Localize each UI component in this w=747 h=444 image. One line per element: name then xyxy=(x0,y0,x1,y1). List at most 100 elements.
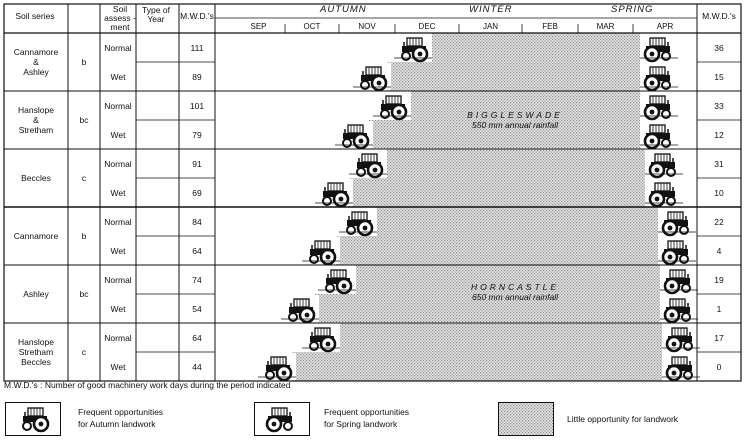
autumn-tractor-icon xyxy=(394,34,432,63)
spring-mwd-cell: 12 xyxy=(714,129,724,140)
type-of-year-cell: Wet xyxy=(110,71,126,82)
legend-spring-label: Frequent opportunities for Spring landwo… xyxy=(324,407,410,429)
little-opportunity-area xyxy=(349,178,645,207)
autumn-mwd-cell: 54 xyxy=(192,303,202,314)
autumn-mwd-cell: 111 xyxy=(190,42,204,53)
type-of-year-cell: Normal xyxy=(104,332,132,343)
autumn-mwd-cell: 44 xyxy=(192,361,202,372)
little-opportunity-area xyxy=(387,62,640,91)
location-rainfall: 550 mm annual rainfall xyxy=(472,120,558,130)
spring-tractor-icon xyxy=(660,295,698,324)
type-of-year-cell: Normal xyxy=(104,274,132,285)
type-of-year-cell: Wet xyxy=(110,187,126,198)
spring-mwd-cell: 19 xyxy=(714,274,724,285)
spring-tractor-icon xyxy=(640,92,678,121)
autumn-tractor-icon xyxy=(339,208,377,237)
legend-autumn-label: Frequent opportunities for Autumn landwo… xyxy=(78,407,164,429)
header-mwd: M.W.D.'s xyxy=(180,11,214,21)
little-opportunity-area xyxy=(356,265,660,294)
autumn-mwd-cell: 101 xyxy=(189,100,205,111)
type-of-year-cell: Normal xyxy=(104,42,132,53)
soil-assessment-cell: b xyxy=(81,231,87,241)
soil-assessment-cell: bc xyxy=(79,115,89,125)
location-horncastle: HORNCASTLE 650 mm annual rainfall xyxy=(440,282,590,302)
location-name: HORNCASTLE xyxy=(470,282,560,292)
legend-autumn-box xyxy=(5,402,61,436)
spring-mwd-cell: 15 xyxy=(714,71,724,82)
soil-series-cell: Hanslope Stretham Beccles xyxy=(18,337,54,367)
season-spring: SPRING xyxy=(611,4,654,15)
month-label: MAR xyxy=(596,22,615,31)
autumn-tractor-icon xyxy=(353,63,391,92)
little-opportunity-area xyxy=(377,207,658,236)
header-soil-series: Soil series xyxy=(15,11,55,21)
little-opportunity-area xyxy=(369,120,640,149)
autumn-mwd-cell: 69 xyxy=(192,187,202,198)
soil-series-cell: Cannamore & Ashley xyxy=(13,47,59,77)
spring-mwd-cell: 4 xyxy=(716,245,722,256)
season-autumn: AUTUMN xyxy=(320,4,367,15)
month-label: JAN xyxy=(482,22,499,31)
spring-mwd-cell: 33 xyxy=(714,100,724,111)
month-label: SEP xyxy=(250,22,267,31)
autumn-mwd-cell: 79 xyxy=(192,129,202,140)
little-opportunity-area xyxy=(432,33,640,62)
month-label: DEC xyxy=(418,22,436,31)
type-of-year-cell: Wet xyxy=(110,303,126,314)
header-mwd-right: M.W.D.'s xyxy=(702,11,736,21)
autumn-mwd-cell: 84 xyxy=(192,216,202,227)
little-opportunity-area xyxy=(292,352,662,381)
location-rainfall: 650 mm annual rainfall xyxy=(472,292,558,302)
spring-mwd-cell: 17 xyxy=(714,332,724,343)
autumn-mwd-cell: 89 xyxy=(192,71,202,82)
little-opportunity-area xyxy=(340,323,662,352)
autumn-tractor-icon xyxy=(349,150,387,179)
spring-tractor-icon xyxy=(645,150,683,179)
month-label: OCT xyxy=(303,22,321,31)
legend-little-box xyxy=(498,402,554,436)
spring-mwd-cell: 36 xyxy=(714,42,724,53)
little-opportunity-area xyxy=(387,149,645,178)
autumn-tractor-icon xyxy=(258,353,296,382)
soil-assessment-cell: c xyxy=(81,173,87,183)
autumn-tractor-icon xyxy=(373,92,411,121)
spring-mwd-cell: 10 xyxy=(714,187,724,198)
spring-mwd-cell: 31 xyxy=(714,158,724,169)
autumn-tractor-icon xyxy=(302,237,340,266)
soil-series-cell: Cannamore xyxy=(13,231,59,241)
spring-mwd-cell: 1 xyxy=(716,303,722,314)
spring-mwd-cell: 0 xyxy=(716,361,722,372)
table-frame xyxy=(3,3,742,382)
soil-series-cell: Beccles xyxy=(21,173,51,183)
month-label: APR xyxy=(656,22,674,31)
spring-tractor-icon xyxy=(640,63,678,92)
type-of-year-cell: Normal xyxy=(104,100,132,111)
spring-tractor-icon xyxy=(640,121,678,150)
autumn-tractor-icon xyxy=(302,324,340,353)
little-opportunity-area xyxy=(336,236,658,265)
spring-tractor-icon xyxy=(658,208,696,237)
footnote: M.W.D.'s : Number of good machinery work… xyxy=(4,380,291,390)
spring-mwd-cell: 22 xyxy=(714,216,724,227)
autumn-tractor-icon xyxy=(281,295,319,324)
spring-tractor-icon xyxy=(645,179,683,208)
autumn-mwd-cell: 91 xyxy=(192,158,202,169)
autumn-mwd-cell: 74 xyxy=(192,274,202,285)
soil-series-cell: Ashley xyxy=(23,289,49,299)
legend-spring-box xyxy=(254,402,310,436)
soil-assessment-cell: c xyxy=(81,347,87,357)
autumn-tractor-icon xyxy=(315,179,353,208)
spring-tractor-icon xyxy=(660,266,698,295)
type-of-year-cell: Wet xyxy=(110,129,126,140)
location-name: BIGGLESWADE xyxy=(467,110,563,120)
type-of-year-cell: Wet xyxy=(110,245,126,256)
soil-assessment-cell: bc xyxy=(79,289,89,299)
header-type-of-year: Type of Year xyxy=(142,5,170,24)
type-of-year-cell: Wet xyxy=(110,361,126,372)
location-biggleswade: BIGGLESWADE 550 mm annual rainfall xyxy=(440,110,590,130)
season-winter: WINTER xyxy=(469,4,513,15)
autumn-mwd-cell: 64 xyxy=(192,332,202,343)
autumn-tractor-icon xyxy=(318,266,356,295)
little-opportunity-area xyxy=(411,91,640,120)
